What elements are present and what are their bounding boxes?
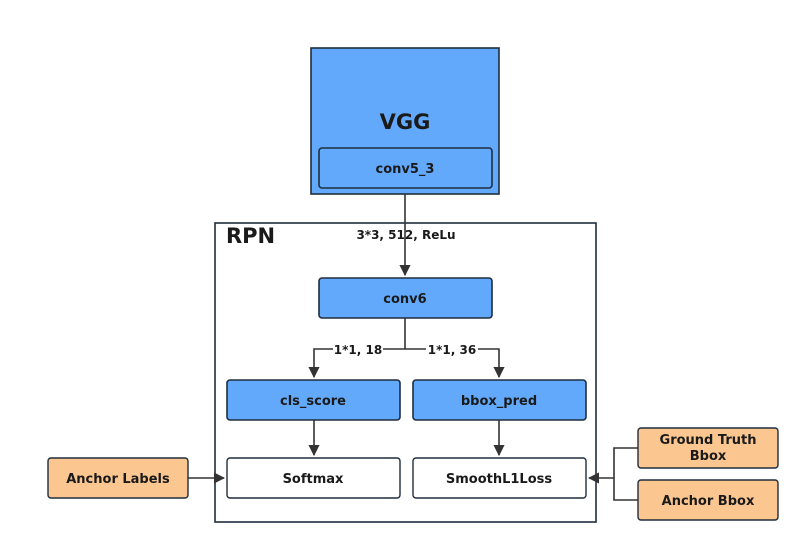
bbox-pred-label: bbox_pred: [461, 394, 537, 409]
rpn-title: RPN: [226, 224, 275, 248]
conv5-3-node: [318, 147, 493, 189]
smoothl1-node: [412, 457, 587, 499]
edge-label-conv6-bbox: 1*1, 36: [428, 343, 476, 357]
ground-truth-label-line1: Ground Truth: [660, 433, 757, 448]
anchor-bbox-label: Anchor Bbox: [662, 494, 755, 509]
ground-truth-label-line2: Bbox: [690, 449, 727, 464]
cls-score-label: cls_score: [280, 394, 346, 409]
smoothl1-label: SmoothL1Loss: [446, 472, 553, 487]
conv6-label: conv6: [383, 292, 426, 307]
edge-label-conv5-conv6: 3*3, 512, ReLu: [356, 228, 455, 242]
edge-label-conv6-cls: 1*1, 18: [334, 343, 382, 357]
conv5-3-label: conv5_3: [376, 162, 435, 177]
softmax-node: [226, 457, 401, 499]
edge-anchor-bbox-merge: [613, 478, 638, 501]
vgg-block: VGG conv5_3: [310, 47, 500, 195]
vgg-title: VGG: [380, 110, 431, 134]
softmax-label: Softmax: [283, 472, 344, 487]
anchor-labels-label: Anchor Labels: [66, 472, 170, 487]
edge-ground-truth-merge: [613, 447, 638, 478]
